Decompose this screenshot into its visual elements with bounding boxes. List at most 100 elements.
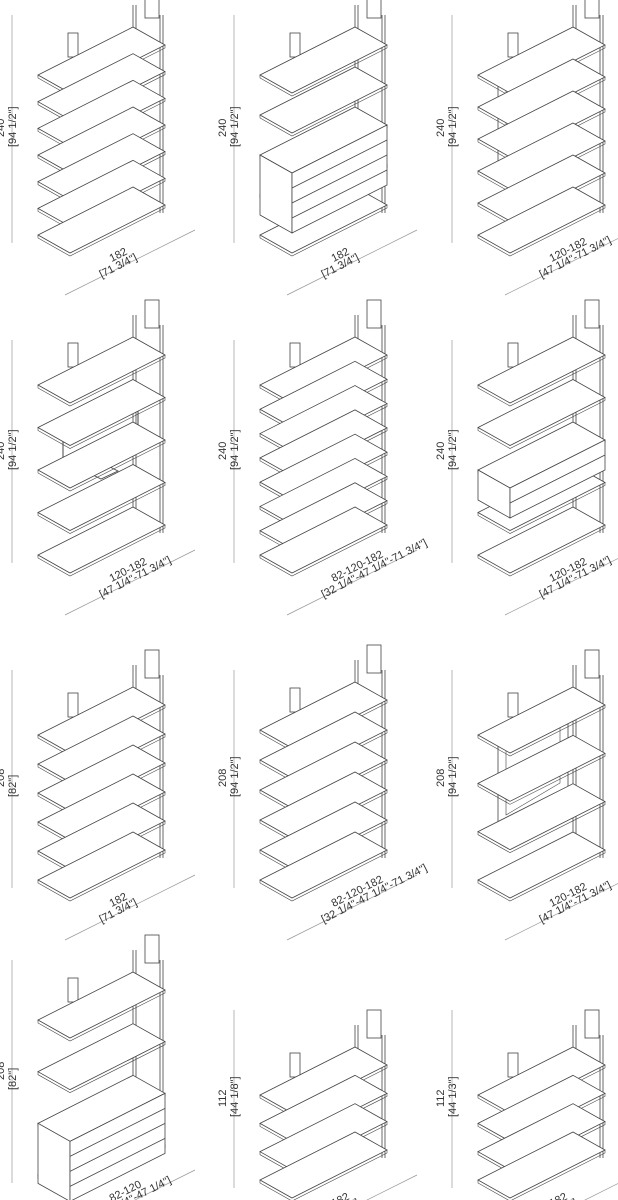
shelving-unit-10 — [11, 934, 196, 1200]
shelving-unit-11 — [233, 1009, 418, 1200]
shelf-edge — [37, 850, 166, 902]
shelf-edge — [37, 355, 166, 407]
height-value: 240 — [217, 441, 229, 460]
wall-bracket — [507, 32, 519, 58]
wall-bracket — [144, 299, 160, 329]
shelf-edge — [477, 482, 606, 534]
shelving-unit-8 — [233, 644, 418, 941]
wall-bracket — [507, 1052, 519, 1078]
wall-bracket — [507, 342, 519, 368]
shelf-edge — [477, 1150, 606, 1200]
height-inches: [44 1/3"] — [447, 1076, 459, 1117]
wall-bracket — [584, 1009, 600, 1039]
shelving-unit-5 — [233, 299, 418, 616]
drawer-divider — [69, 1107, 166, 1157]
drawer-divider — [69, 1122, 166, 1172]
height-value: 240 — [0, 118, 7, 137]
shelf-edge — [259, 45, 388, 97]
drawer-divider — [291, 139, 388, 189]
shelf-edge — [477, 205, 606, 257]
height-value: 208 — [0, 768, 7, 787]
shelf-edge — [259, 850, 388, 902]
drawer-divider — [291, 154, 388, 204]
height-value: 208 — [435, 768, 447, 787]
drawer-divider — [509, 454, 606, 504]
height-inches: [94 1/2"] — [7, 106, 19, 147]
width-dimension-line — [64, 549, 196, 616]
wall-bracket — [289, 342, 301, 368]
width-dimension-line — [286, 549, 418, 616]
cabinet-side — [37, 1122, 71, 1200]
wall-bracket — [67, 692, 79, 718]
width-dimension-line — [504, 558, 618, 616]
shelving-unit-12 — [451, 1009, 618, 1200]
shelving-unit-1 — [11, 0, 196, 296]
height-inches: [82"] — [7, 1067, 19, 1090]
height-inches: [94 1/2"] — [447, 106, 459, 147]
height-value: 112 — [217, 1089, 229, 1107]
wall-bracket — [507, 692, 519, 718]
shelf-edge — [37, 990, 166, 1042]
shelf-edge — [259, 205, 388, 257]
wall-bracket — [584, 299, 600, 329]
shelf-edge — [477, 525, 606, 577]
shelf-edge — [259, 525, 388, 577]
height-value: 240 — [435, 118, 447, 137]
width-dimension-line — [286, 874, 418, 941]
wall-bracket — [584, 0, 600, 19]
shelf-edge — [477, 801, 606, 854]
width-dimension-line — [504, 883, 618, 941]
shelf-edge — [37, 1041, 166, 1094]
shelf-edge — [477, 850, 606, 902]
height-inches: [94 1/2"] — [229, 756, 241, 797]
wall-bracket — [144, 0, 160, 19]
height-value: 240 — [217, 118, 229, 137]
wall-bracket — [67, 977, 79, 1003]
shelving-unit-9 — [451, 649, 618, 941]
wall-bracket — [366, 0, 382, 19]
width-dimension-line — [286, 229, 418, 296]
shelf-edge — [37, 440, 166, 492]
drawer-divider — [291, 169, 388, 219]
width-dimension-line — [134, 1169, 196, 1200]
shelving-unit-7 — [11, 649, 196, 941]
height-inches: [94 1/2"] — [229, 428, 241, 470]
shelving-unit-3 — [451, 0, 618, 296]
height-value: 240 — [0, 441, 7, 460]
shelving-unit-4 — [11, 299, 196, 616]
height-value: 208 — [217, 768, 229, 787]
width-dimension-line — [64, 874, 196, 941]
height-inches: [94 1/2"] — [7, 428, 19, 470]
height-inches: [94 1/2"] — [229, 106, 241, 147]
wall-bracket — [366, 1009, 382, 1039]
shelving-unit-2 — [233, 0, 418, 296]
shelf-edge — [477, 355, 606, 407]
shelving-unit-6 — [451, 299, 618, 616]
shelf-edge — [37, 525, 166, 577]
drawer-divider — [69, 1137, 166, 1187]
width-dimension-line — [504, 238, 618, 296]
height-value: 208 — [0, 1061, 7, 1080]
shelf-edge — [477, 705, 606, 757]
shelf-edge — [37, 397, 166, 449]
height-inches: [94 1/2"] — [447, 756, 459, 797]
height-inches: [44 1/8"] — [229, 1076, 241, 1117]
width-dimension-line — [584, 1183, 618, 1200]
width-dimension-line — [366, 1174, 418, 1200]
height-value: 112 — [435, 1089, 447, 1107]
wall-bracket — [366, 644, 382, 674]
shelf-edge — [37, 205, 166, 257]
shelf-edge — [259, 85, 388, 137]
height-inches: [82"] — [7, 774, 19, 797]
wall-bracket — [67, 342, 79, 368]
wall-bracket — [67, 32, 79, 58]
wall-bracket — [289, 32, 301, 58]
height-value: 240 — [435, 441, 447, 460]
width-dimension-line — [64, 229, 196, 296]
wall-bracket — [289, 1052, 301, 1078]
height-inches: [94 1/2"] — [447, 428, 459, 470]
shelf-edge — [477, 753, 606, 805]
wall-bracket — [144, 649, 160, 679]
